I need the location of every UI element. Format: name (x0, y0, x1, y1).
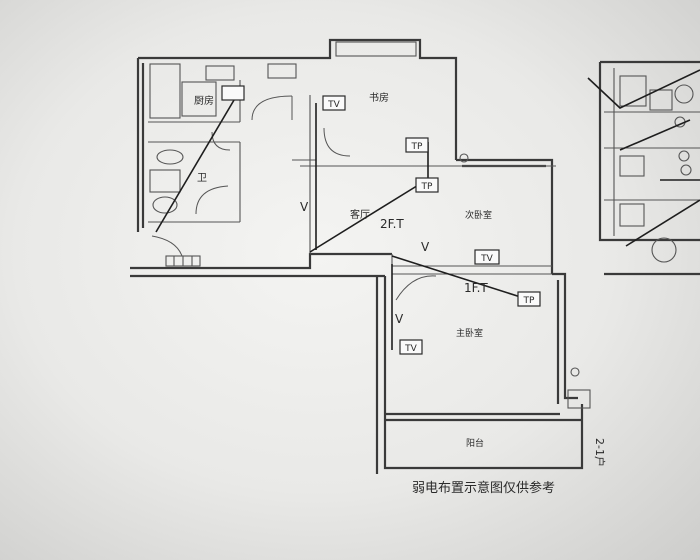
tv-outlet-label: TV (404, 344, 417, 354)
tv-outlet-label: TV (327, 100, 340, 110)
interior-walls (148, 41, 591, 409)
kitchen-junction-box (221, 85, 245, 101)
cable-routes (155, 94, 531, 350)
marker-2f-t: 2F.T (380, 217, 404, 231)
adjacent-unit-plan (587, 60, 700, 276)
tv-outlet-study: TV (322, 95, 346, 111)
tp-outlet-living: TP (415, 177, 439, 193)
room-label-bath: 卫 (197, 173, 207, 184)
room-label-second-bed: 次卧室 (465, 209, 492, 221)
marker-1f-t: 1F.T (464, 281, 488, 295)
door-swings (151, 95, 437, 301)
marker-v-living: V (300, 200, 309, 214)
tv-outlet-mid: TV (474, 249, 500, 265)
room-label-study: 书房 (369, 91, 389, 104)
marker-v-hall: V (421, 240, 430, 254)
room-label-living: 客厅 (350, 208, 370, 221)
tp-outlet-label: TP (523, 296, 535, 306)
tp-outlet-label: TP (411, 142, 423, 152)
diagram-caption: 弱电布置示意图仅供参考 (412, 480, 555, 496)
tv-outlet-label: TV (480, 254, 493, 264)
outer-walls (130, 38, 584, 474)
marker-v-master: V (395, 312, 404, 326)
room-label-kitchen: 厨房 (194, 94, 214, 107)
tp-outlet-label: TP (421, 182, 433, 192)
unit-note: 2-1户 (593, 438, 607, 467)
tp-outlet-master: TP (517, 291, 541, 307)
tv-outlet-master: TV (399, 339, 423, 355)
room-label-balcony: 阳台 (466, 437, 484, 449)
room-label-master-bed: 主卧室 (456, 327, 483, 339)
tp-outlet-study: TP (405, 137, 429, 153)
